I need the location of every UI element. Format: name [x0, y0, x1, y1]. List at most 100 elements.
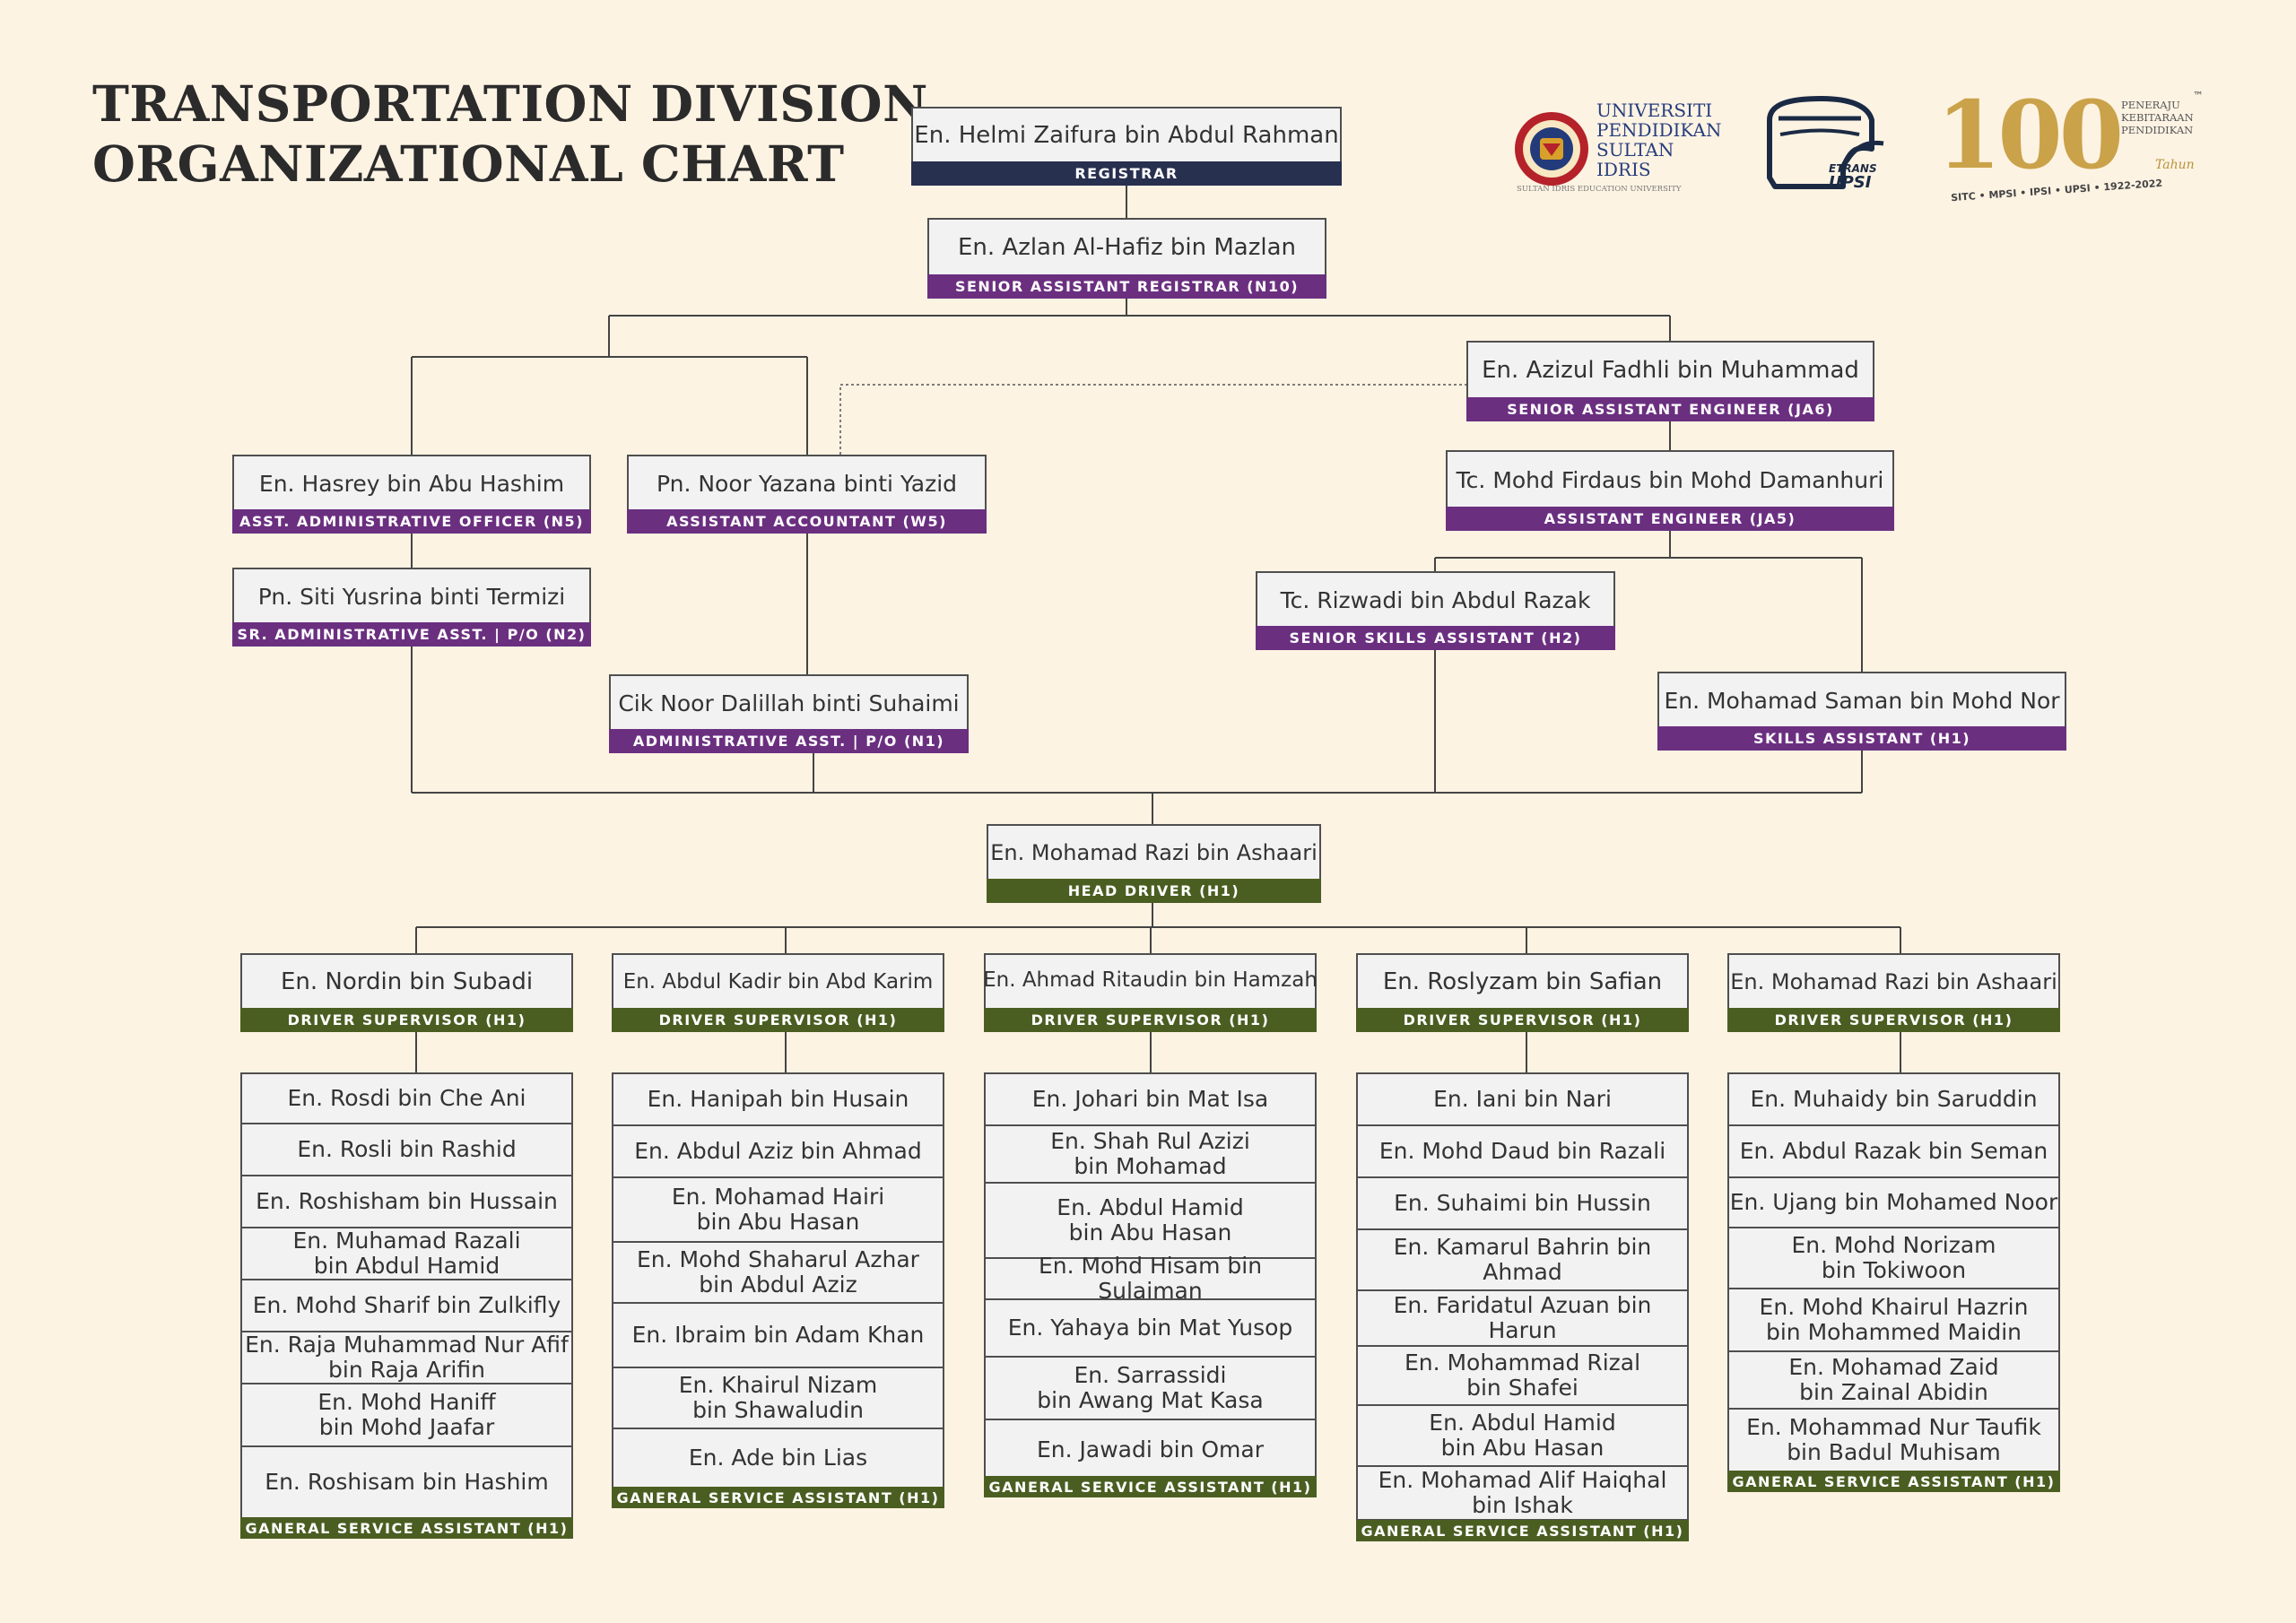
team-member: En. Mohamad Hairi bin Abu Hasan [613, 1178, 943, 1243]
team-member-name: En. Mohamad Hairi bin Abu Hasan [671, 1184, 885, 1235]
senior-asst-engineer-role: SENIOR ASSISTANT ENGINEER (JA6) [1466, 397, 1874, 421]
team-role: GANERAL SERVICE ASSISTANT (H1) [1356, 1520, 1689, 1541]
team-member-name: En. Mohd Sharif bin Zulkifly [252, 1292, 561, 1318]
team-member-name: En. Roshisham bin Hussain [256, 1188, 558, 1214]
driver-supervisor-box: En. Abdul Kadir bin Abd Karim DRIVER SUP… [612, 953, 944, 1032]
skills-asst-name: En. Mohamad Saman bin Mohd Nor [1664, 688, 2060, 714]
head-driver-name: En. Mohamad Razi bin Ashaari [990, 840, 1318, 865]
team-member-name: En. Mohd Daud bin Razali [1378, 1138, 1666, 1164]
team-member: En. Mohamad Alif Haiqhal bin Ishak [1358, 1467, 1687, 1521]
team-member: En. Mohammad Nur Taufik bin Badul Muhisa… [1729, 1410, 2058, 1472]
team-member-name: En. Suhaimi bin Hussin [1394, 1190, 1651, 1216]
team-member: En. Shah Rul Azizi bin Mohamad [986, 1126, 1315, 1184]
team-member-name: En. Mohamad Zaid bin Zainal Abidin [1788, 1354, 1999, 1405]
team-member: En. Sarrassidi bin Awang Mat Kasa [986, 1358, 1315, 1420]
team-member-name: En. Abdul Hamid bin Abu Hasan [1429, 1410, 1616, 1461]
driver-supervisor-box: En. Mohamad Razi bin Ashaari DRIVER SUPE… [1727, 953, 2060, 1032]
driver-supervisor-role: DRIVER SUPERVISOR (H1) [612, 1008, 944, 1032]
team-member: En. Abdul Hamid bin Abu Hasan [1358, 1406, 1687, 1467]
team-member-name: En. Abdul Hamid bin Abu Hasan [1057, 1194, 1244, 1245]
team-member: En. Mohd Daud bin Razali [1358, 1126, 1687, 1178]
title-line-2: ORGANIZATIONAL CHART [92, 135, 845, 193]
team-member-name: En. Mohammad Nur Taufik bin Badul Muhisa… [1746, 1414, 2041, 1465]
upsi-crest-icon [1515, 112, 1588, 186]
team-role: GANERAL SERVICE ASSISTANT (H1) [612, 1487, 944, 1508]
asst-engineer-box: Tc. Mohd Firdaus bin Mohd Damanhuri ASSI… [1446, 450, 1894, 531]
team-member-name: En. Mohammad Rizal bin Shafei [1404, 1350, 1641, 1401]
team-member: En. Faridatul Azuan bin Harun [1358, 1291, 1687, 1347]
team-member-name: En. Sarrassidi bin Awang Mat Kasa [1037, 1362, 1264, 1413]
team-member-name: En. Rosdi bin Che Ani [287, 1085, 526, 1111]
skills-asst-role: SKILLS ASSISTANT (H1) [1657, 726, 2066, 751]
driver-supervisor-box: En. Ahmad Ritaudin bin Hamzah DRIVER SUP… [983, 953, 1318, 1032]
team-member: En. Mohamad Zaid bin Zainal Abidin [1729, 1352, 2058, 1410]
centenary-number: 100 [1936, 80, 2124, 190]
team-member-name: En. Muhaidy bin Saruddin [1750, 1086, 2038, 1112]
team-member: En. Suhaimi bin Hussin [1358, 1178, 1687, 1230]
team-member: En. Ade bin Lias [613, 1429, 943, 1488]
asst-admin-officer-role: ASST. ADMINISTRATIVE OFFICER (N5) [232, 509, 591, 534]
asst-accountant-name: Pn. Noor Yazana binti Yazid [656, 471, 958, 497]
asst-engineer-role: ASSISTANT ENGINEER (JA5) [1446, 507, 1894, 531]
team-member: En. Abdul Hamid bin Abu Hasan [986, 1184, 1315, 1259]
registrar-role: REGISTRAR [911, 161, 1342, 186]
asst-admin-officer-name: En. Hasrey bin Abu Hashim [258, 471, 565, 497]
team-member: En. Abdul Aziz bin Ahmad [613, 1126, 943, 1178]
team-member: En. Jawadi bin Omar [986, 1420, 1315, 1481]
team-member-name: En. Ibraim bin Adam Khan [631, 1322, 925, 1348]
senior-asst-engineer-name: En. Azizul Fadhli bin Muhammad [1482, 357, 1859, 384]
driver-supervisor-role: DRIVER SUPERVISOR (H1) [240, 1008, 573, 1032]
driver-supervisor-name: En. Roslyzam bin Safian [1382, 968, 1663, 995]
driver-supervisor-role: DRIVER SUPERVISOR (H1) [1727, 1008, 2060, 1032]
senior-skills-asst-role: SENIOR SKILLS ASSISTANT (H2) [1256, 626, 1615, 650]
team-member: En. Abdul Razak bin Seman [1729, 1126, 2058, 1178]
team-member-name: En. Roshisam bin Hashim [265, 1469, 549, 1495]
team-member: En. Khairul Nizam bin Shawaludin [613, 1368, 943, 1429]
head-driver-box: En. Mohamad Razi bin Ashaari HEAD DRIVER… [987, 824, 1321, 903]
senior-asst-engineer-box: En. Azizul Fadhli bin Muhammad SENIOR AS… [1466, 341, 1874, 421]
upsi-wordmark: UNIVERSITI PENDIDIKAN SULTAN IDRIS [1596, 100, 1722, 180]
team-member: En. Rosli bin Rashid [242, 1124, 571, 1176]
driver-supervisor-box: En. Nordin bin Subadi DRIVER SUPERVISOR … [240, 953, 573, 1032]
team-role: GANERAL SERVICE ASSISTANT (H1) [1727, 1471, 2060, 1492]
driver-supervisor-name: En. Abdul Kadir bin Abd Karim [622, 970, 934, 994]
team-member-name: En. Raja Muhammad Nur Afif bin Raja Arif… [245, 1332, 569, 1383]
driver-supervisor-name: En. Mohamad Razi bin Ashaari [1730, 969, 2057, 994]
team-member: En. Mohammad Rizal bin Shafei [1358, 1347, 1687, 1406]
team-member-name: En. Faridatul Azuan bin Harun [1393, 1292, 1652, 1343]
driver-supervisor-role: DRIVER SUPERVISOR (H1) [1356, 1008, 1689, 1032]
team-member: En. Iani bin Nari [1358, 1074, 1687, 1126]
team-member: En. Kamarul Bahrin bin Ahmad [1358, 1230, 1687, 1291]
etrans-logo: ETRANS UPSI [1753, 93, 1888, 196]
skills-asst-box: En. Mohamad Saman bin Mohd Nor SKILLS AS… [1657, 672, 2066, 751]
team-member: En. Hanipah bin Husain [613, 1074, 943, 1126]
team-member: En. Mohd Sharif bin Zulkifly [242, 1280, 571, 1332]
team-member-name: En. Mohd Norizam bin Tokiwoon [1791, 1232, 1996, 1283]
title-line-1: TRANSPORTATION DIVISION [92, 74, 928, 133]
admin-asst-name: Cik Noor Dalillah binti Suhaimi [618, 690, 960, 716]
sr-admin-asst-role: SR. ADMINISTRATIVE ASST. | P/O (N2) [232, 622, 591, 647]
driver-supervisor-name: En. Nordin bin Subadi [280, 968, 534, 995]
team-member-name: En. Mohd Haniff bin Mohd Jaafar [317, 1389, 496, 1440]
upsi-subtitle: SULTAN IDRIS EDUCATION UNIVERSITY [1517, 185, 1682, 194]
head-driver-role: HEAD DRIVER (H1) [987, 879, 1321, 903]
asst-engineer-name: Tc. Mohd Firdaus bin Mohd Damanhuri [1456, 467, 1884, 493]
team-member: En. Muhamad Razali bin Abdul Hamid [242, 1228, 571, 1280]
team-role: GANERAL SERVICE ASSISTANT (H1) [240, 1517, 573, 1539]
team-member-name: En. Mohd Khairul Hazrin bin Mohammed Mai… [1759, 1294, 2029, 1345]
team-member: En. Raja Muhammad Nur Afif bin Raja Arif… [242, 1332, 571, 1384]
team-member-name: En. Shah Rul Azizi bin Mohamad [1050, 1128, 1250, 1179]
registrar-name: En. Helmi Zaifura bin Abdul Rahman [914, 122, 1339, 149]
senior-asst-registrar-role: SENIOR ASSISTANT REGISTRAR (N10) [927, 274, 1326, 299]
team-member-name: En. Abdul Razak bin Seman [1739, 1138, 2048, 1164]
team-member-name: En. Hanipah bin Husain [647, 1086, 909, 1112]
driver-supervisor-name: En. Ahmad Ritaudin bin Hamzah [983, 968, 1318, 992]
registrar-box: En. Helmi Zaifura bin Abdul Rahman REGIS… [911, 107, 1342, 186]
centenary-script: Tahun [2155, 158, 2195, 172]
driver-supervisor-box: En. Roslyzam bin Safian DRIVER SUPERVISO… [1356, 953, 1689, 1032]
centenary-logo: 100 ™ PENERAJU KEBITARAAN PENDIDIKAN Tah… [1933, 80, 2204, 204]
team-member-name: En. Abdul Aziz bin Ahmad [634, 1138, 922, 1164]
team-member-name: En. Khairul Nizam bin Shawaludin [678, 1372, 878, 1423]
